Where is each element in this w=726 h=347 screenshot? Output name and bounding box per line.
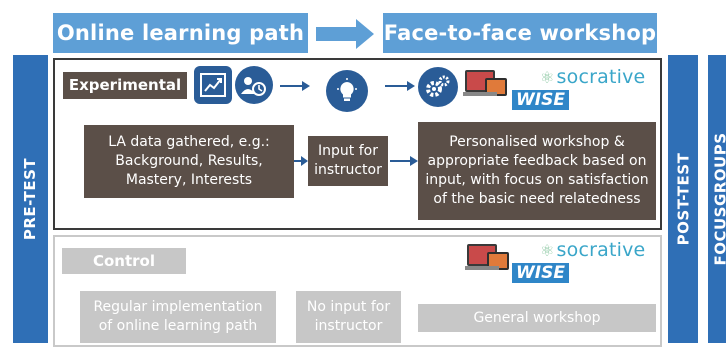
- general-workshop-box: General workshop: [418, 304, 656, 332]
- arrow-4-icon: [390, 156, 418, 166]
- pre-test-bar: PRE-TEST: [13, 55, 48, 343]
- arrow-2-icon: [385, 81, 415, 91]
- personalised-workshop-box: Personalised workshop & appropriate feed…: [418, 122, 656, 220]
- wise-logo: WISE: [512, 90, 569, 110]
- header-arrow-icon: [316, 19, 374, 49]
- control-devices-icon: [465, 244, 509, 270]
- arrow-1-icon: [280, 81, 310, 91]
- la-data-box: LA data gathered, e.g.: Background, Resu…: [84, 125, 294, 198]
- devices-icon: [463, 70, 507, 96]
- regular-implementation-box: Regular implementation of online learnin…: [80, 291, 276, 343]
- control-socrative-logo: ⚛socrative: [540, 239, 646, 261]
- line-chart-icon: [194, 66, 232, 104]
- socrative-logo: ⚛socrative: [540, 66, 646, 88]
- focusgroups-label: FOCUSGROUPS: [712, 132, 726, 266]
- face-to-face-workshop-header: Face-to-face workshop: [383, 13, 657, 53]
- user-clock-icon: [235, 66, 273, 104]
- experimental-title: Experimental: [63, 72, 187, 99]
- control-wise-logo: WISE: [512, 263, 569, 283]
- online-learning-path-label: Online learning path: [56, 21, 305, 45]
- gears-icon: [418, 67, 458, 107]
- post-test-bar: POST-TEST: [668, 55, 698, 343]
- post-test-label: POST-TEST: [674, 152, 692, 246]
- no-input-box: No input for instructor: [296, 291, 401, 343]
- input-for-instructor-box: Input for instructor: [308, 136, 388, 186]
- focusgroups-bar: FOCUSGROUPS: [708, 55, 726, 343]
- online-learning-path-header: Online learning path: [53, 13, 308, 53]
- control-title: Control: [62, 248, 186, 274]
- arrow-3-icon: [294, 156, 308, 166]
- pre-test-label: PRE-TEST: [21, 157, 40, 241]
- control-atom-icon: ⚛: [540, 241, 555, 260]
- lightbulb-icon: [326, 70, 368, 112]
- face-to-face-workshop-label: Face-to-face workshop: [383, 21, 657, 45]
- atom-icon: ⚛: [540, 68, 555, 87]
